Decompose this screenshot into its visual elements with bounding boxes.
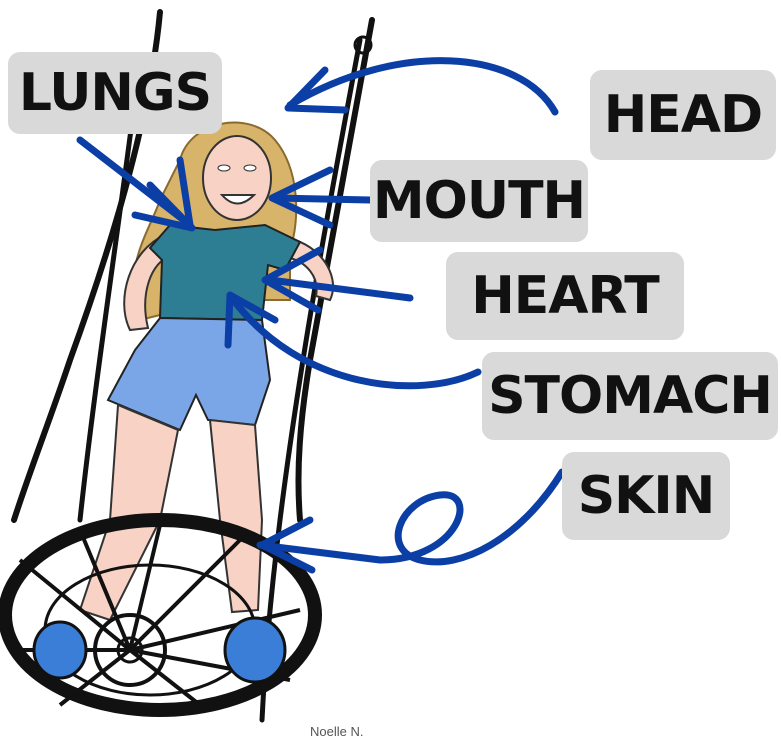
label-heart: HEART — [446, 252, 684, 340]
right-leg — [210, 420, 262, 612]
label-lungs: LUNGS — [8, 52, 222, 134]
artist-credit: Noelle N. — [310, 724, 363, 739]
right-shoe — [225, 618, 285, 682]
left-shoe — [34, 622, 86, 678]
label-head: HEAD — [590, 70, 776, 160]
label-stomach: STOMACH — [482, 352, 778, 440]
mouth-arrow — [275, 198, 370, 200]
face — [203, 136, 271, 220]
right-eye — [244, 165, 256, 171]
label-mouth: MOUTH — [370, 160, 588, 242]
label-skin: SKIN — [562, 452, 730, 540]
left-eye — [218, 165, 230, 171]
left-leg — [80, 405, 178, 620]
head-arrow — [290, 61, 555, 112]
skin-arrow — [260, 472, 562, 562]
